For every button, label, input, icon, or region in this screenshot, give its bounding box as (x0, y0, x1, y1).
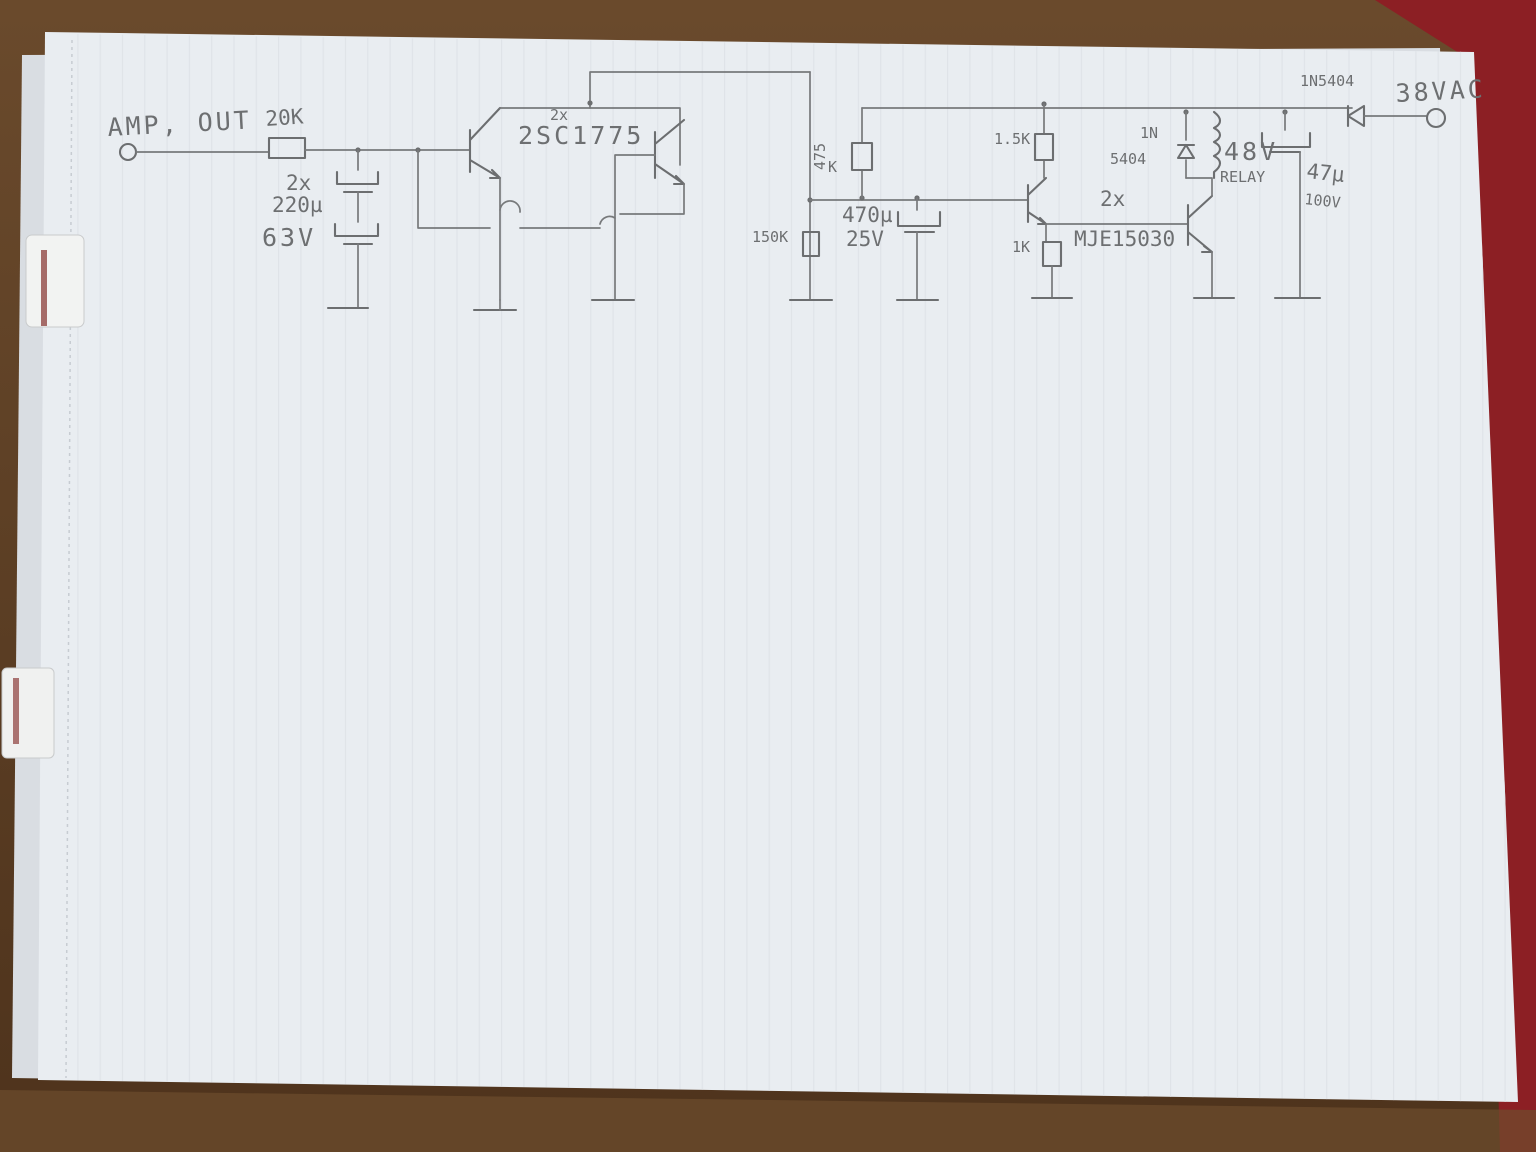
cap-47u (1260, 131, 1312, 154)
label-470u: 470µ (842, 203, 893, 227)
tape-bottom-mark (13, 678, 19, 744)
label-20k: 20K (265, 104, 305, 131)
label-475k-b: K (828, 158, 837, 176)
tape-bottom (1, 667, 55, 759)
resistor-1k5 (1033, 132, 1055, 162)
label-diode-line1: 1N (1140, 124, 1158, 142)
label-caps-value: 220µ (272, 193, 323, 217)
label-driver-count: 2x (1100, 187, 1125, 211)
label-caps-count: 2x (286, 171, 311, 195)
transistor-q1 (468, 106, 502, 180)
ac-input-terminal (1425, 107, 1447, 129)
label-diode-line2: 5404 (1110, 150, 1146, 168)
label-1n5404: 1N5404 (1300, 72, 1354, 90)
relay-coil (1212, 110, 1222, 180)
schematic (118, 71, 1447, 312)
cap-470u (896, 210, 942, 234)
tape-top (25, 234, 85, 328)
label-47u: 47µ (1305, 159, 1346, 187)
resistor-150k (801, 230, 821, 258)
resistor-475k (850, 141, 874, 172)
transistor-q3 (1026, 176, 1048, 226)
label-1k: 1K (1012, 238, 1030, 256)
label-150k: 150K (752, 228, 788, 246)
label-475k-a: 475 (811, 143, 829, 170)
label-25v: 25V (846, 227, 884, 251)
label-driver-part: MJE15030 (1074, 227, 1175, 251)
paper-rules (62, 34, 1518, 1102)
label-1k5: 1.5K (994, 130, 1030, 148)
label-caps-voltage: 63V (262, 223, 316, 252)
desk-grain (0, 1090, 1536, 1152)
diode-1n5404-flyback (1176, 143, 1196, 160)
paper-perforation (65, 39, 73, 1079)
transistor-q4 (1186, 194, 1214, 254)
label-38vac: 38VAC (1395, 74, 1487, 108)
label-100v: 100V (1304, 190, 1342, 212)
tape-top-mark (41, 250, 47, 326)
label-relay-voltage: 48V (1224, 137, 1278, 166)
label-pair-part: 2SC1775 (518, 121, 644, 150)
resistor-20k (267, 136, 307, 160)
label-pair-count: 2x (550, 106, 568, 124)
label-relay: RELAY (1220, 168, 1265, 186)
